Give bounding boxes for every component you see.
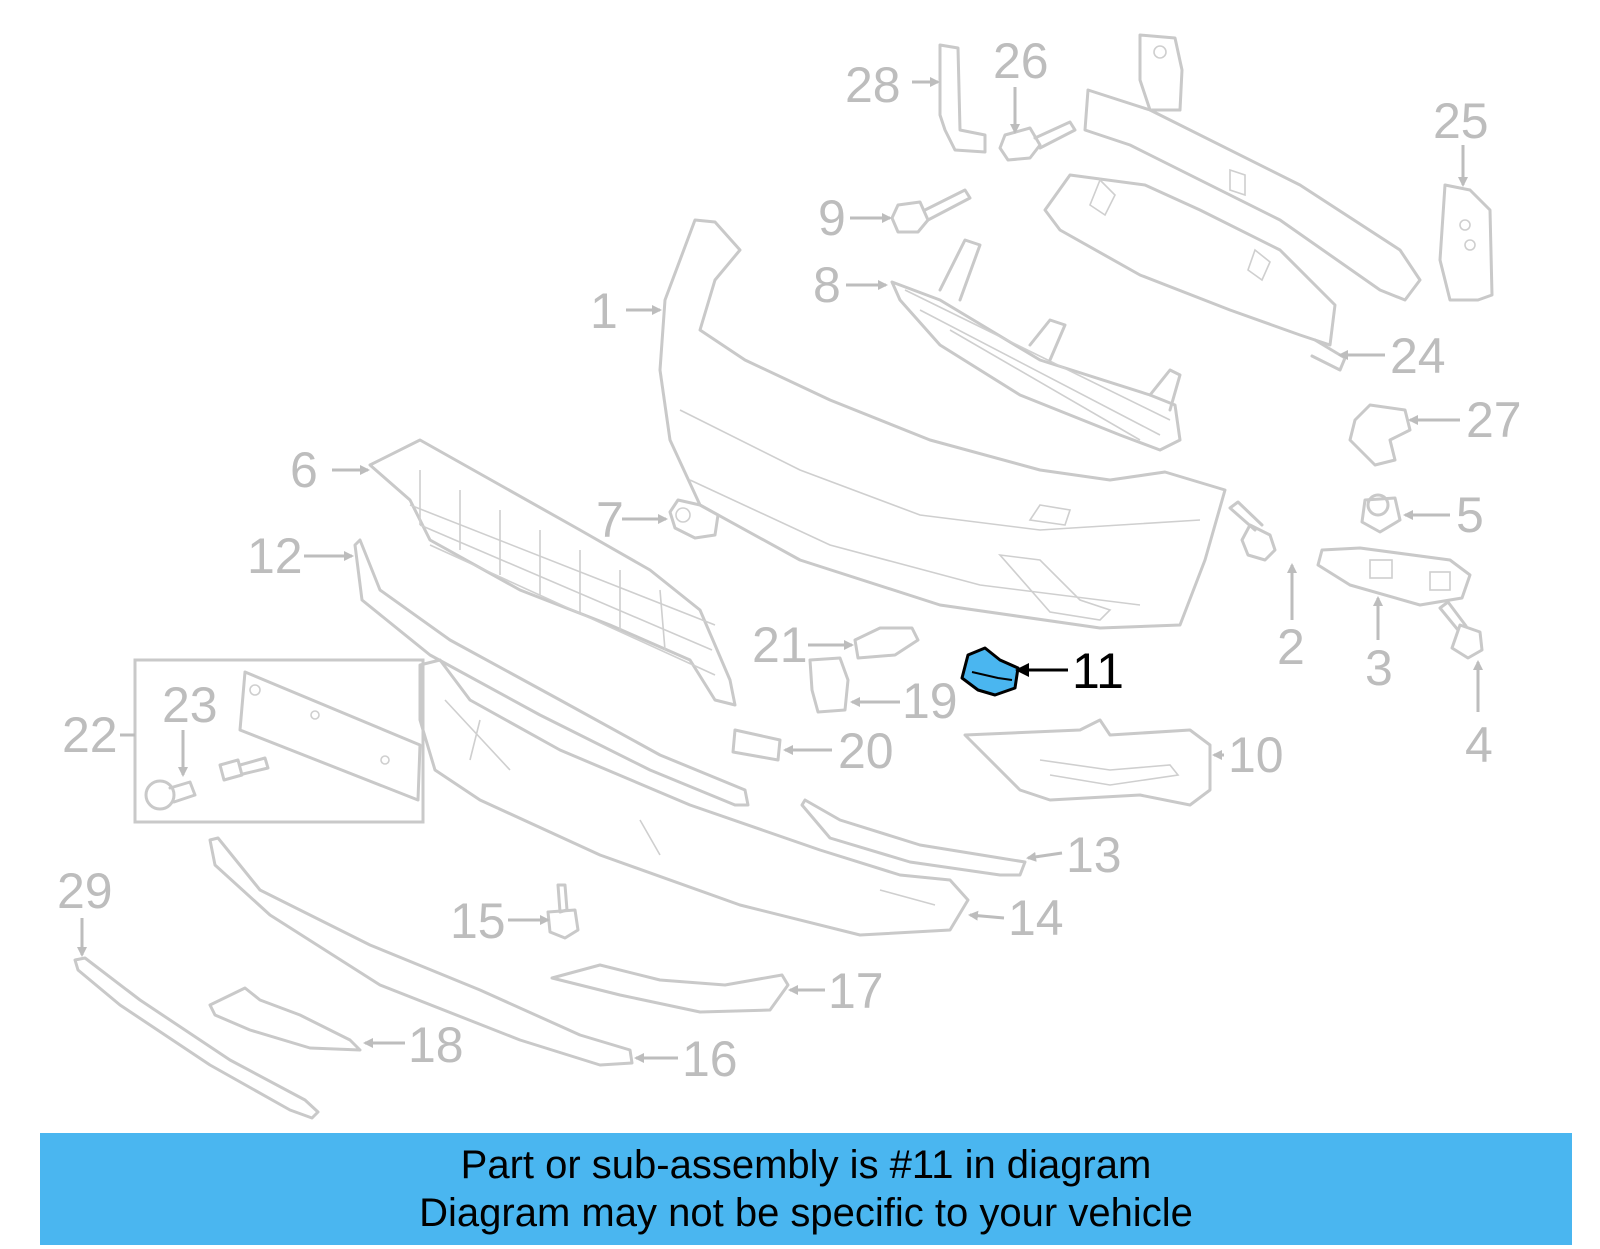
callout-1: 1 [590,283,618,339]
part-23-plug [144,756,270,811]
part-17-trim [550,963,790,1014]
part-16-lower-trim [208,836,634,1067]
callout-17: 17 [828,963,884,1019]
part-11-highlighted [960,646,1020,697]
callout-5: 5 [1456,487,1484,543]
callout-18: 18 [408,1017,464,1073]
callout-28: 28 [845,57,901,113]
part-5-clip [1360,493,1402,534]
callout-11: 11 [1072,643,1124,699]
part-27-bracket [1348,403,1412,467]
part-22-plate-bracket-box [133,658,425,824]
callout-8: 8 [813,257,841,313]
part-26-bolt [998,120,1077,162]
parts-diagram: 28 26 25 9 8 1 24 27 6 5 7 12 2 21 11 3 … [57,33,1522,1120]
part-6-lower-grille [368,438,737,707]
part-19-bracket [808,656,850,714]
part-29-strip [73,956,320,1120]
part-20-pad [731,728,782,762]
callout-20: 20 [838,723,894,779]
part-15-bolt [546,883,580,940]
callout-6: 6 [290,442,318,498]
part-28-bracket [938,43,987,154]
callout-27: 27 [1466,392,1522,448]
part-18-bracket [208,986,362,1052]
part-3-guide-bracket [1316,546,1472,607]
callout-2: 2 [1277,619,1305,675]
callout-10: 10 [1228,727,1284,783]
part-12-trim-strip [353,538,750,807]
callout-3: 3 [1365,640,1393,696]
part-7-block [668,498,720,540]
callout-9: 9 [818,190,846,246]
part-14-lower-cover [418,658,970,937]
callout-22: 22 [62,707,118,763]
callout-13: 13 [1066,827,1122,883]
part-1-bumper-cover [658,218,1227,630]
part-21-cap [853,626,920,660]
callout-12: 12 [247,528,303,584]
leader-lines [77,77,1483,1063]
banner-line-2: Diagram may not be specific to your vehi… [419,1191,1193,1235]
callout-26: 26 [993,33,1049,89]
callout-21: 21 [752,617,808,673]
callout-labels: 28 26 25 9 8 1 24 27 6 5 7 12 2 21 11 3 … [57,33,1522,1087]
callout-4: 4 [1465,717,1493,773]
callout-15: 15 [450,893,506,949]
callout-14: 14 [1008,890,1064,946]
part-4-bolt [1438,600,1484,660]
part-2-bolt [1228,500,1277,562]
part-10-fog-trim [963,718,1212,807]
part-24-absorber [1043,173,1347,372]
part-8-upper-grille [890,238,1182,452]
callout-29: 29 [57,863,113,919]
callout-24: 24 [1390,328,1446,384]
callout-25: 25 [1433,93,1489,149]
part-9-bolt [890,188,972,234]
callout-7: 7 [596,492,624,548]
banner-line-1: Part or sub-assembly is #11 in diagram [460,1143,1152,1187]
callout-16: 16 [682,1031,738,1087]
part-13-trim [800,798,1027,877]
info-banner: Part or sub-assembly is #11 in diagram D… [40,1133,1572,1245]
callout-23: 23 [162,677,218,733]
part-25-reinforcement [1083,33,1494,302]
callout-19: 19 [902,673,958,729]
